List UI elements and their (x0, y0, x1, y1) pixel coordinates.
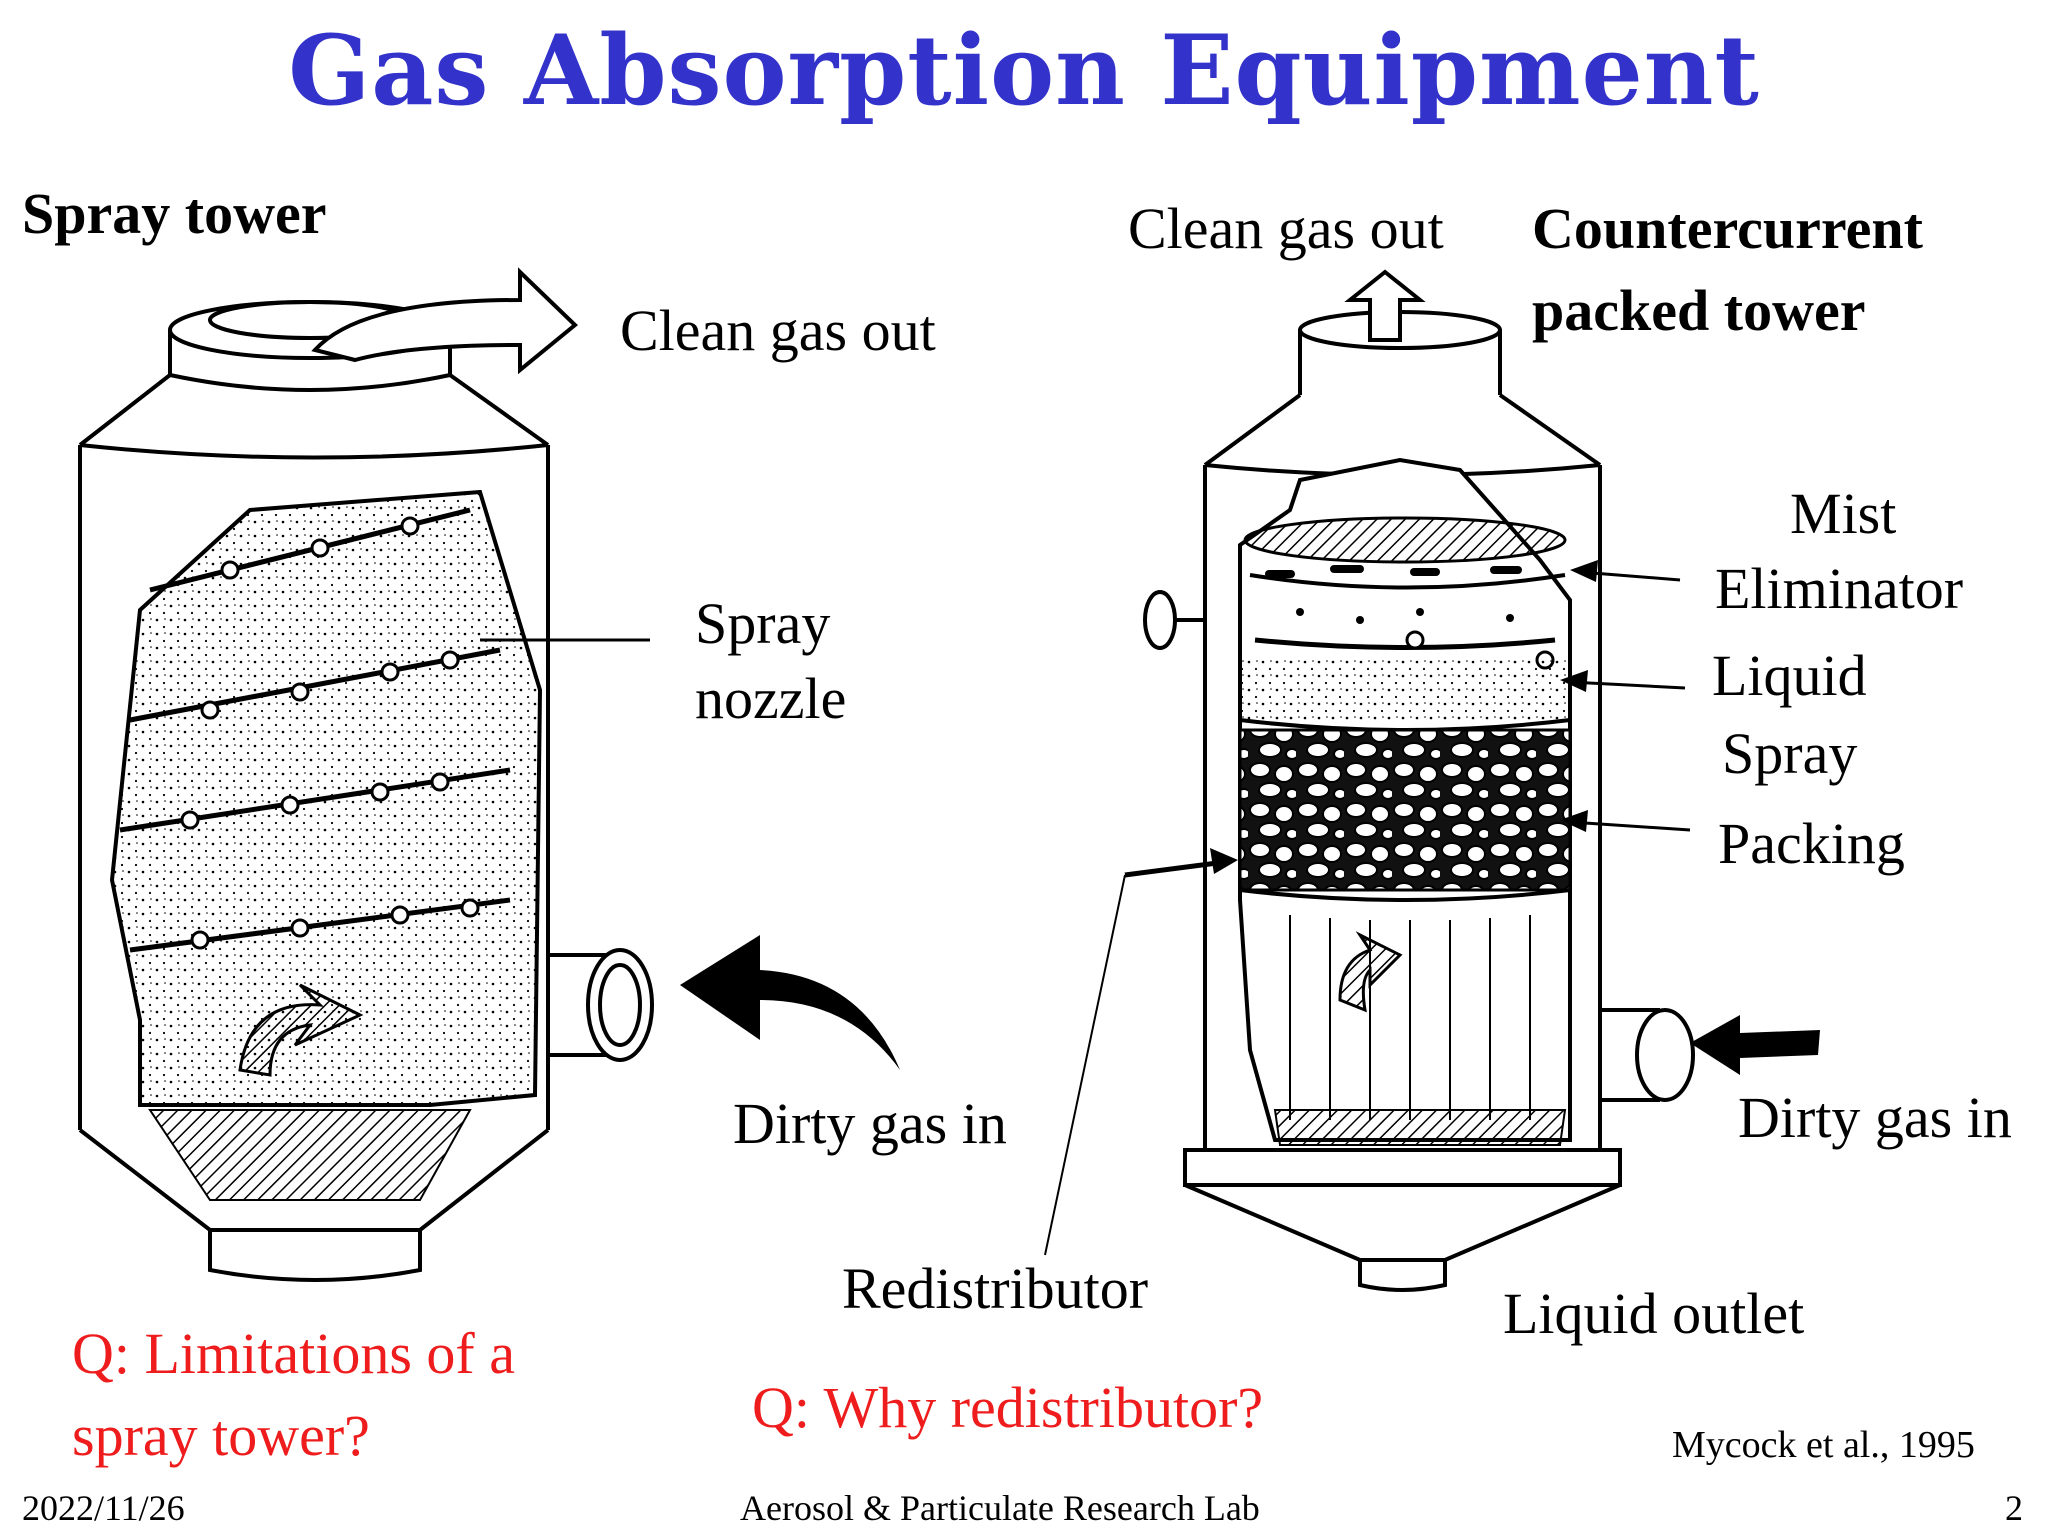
packed-tower-drawing (1143, 269, 1695, 1292)
dirty-gas-arrow-left (680, 935, 900, 1070)
footer-page-number: 2 (2005, 1488, 2023, 1528)
citation: Mycock et al., 1995 (1672, 1424, 1975, 1466)
spray-nozzle-label-line2: nozzle (695, 666, 847, 731)
packing-label: Packing (1718, 811, 1905, 876)
spray-tower-drawing (78, 267, 654, 1282)
spray-question-line1: Q: Limitations of a (72, 1321, 515, 1386)
dirty-gas-arrow-right (1690, 1015, 1820, 1075)
liquid-outlet-label: Liquid outlet (1503, 1281, 1805, 1346)
spray-dirty-gas-in-label: Dirty gas in (733, 1091, 1007, 1156)
spray-tower-label: Spray tower (22, 181, 327, 246)
slide-title: Gas Absorption Equipment (288, 14, 1760, 127)
packed-clean-gas-out-label: Clean gas out (1128, 196, 1444, 261)
footer-lab: Aerosol & Particulate Research Lab (740, 1488, 1260, 1528)
spray-question-line2: spray tower? (72, 1403, 370, 1468)
mist-eliminator-label-line2: Eliminator (1715, 556, 1964, 621)
spray-nozzle-label-line1: Spray (695, 591, 831, 656)
packed-tower-label-line2: packed tower (1532, 278, 1866, 343)
packed-dirty-gas-in-label: Dirty gas in (1738, 1085, 2012, 1150)
footer-date: 2022/11/26 (22, 1488, 185, 1528)
spray-clean-gas-out-label: Clean gas out (620, 298, 936, 363)
packed-tower-label-line1: Countercurrent (1532, 196, 1923, 261)
redistributor-question: Q: Why redistributor? (752, 1375, 1264, 1440)
packed-tower-pointers (1044, 560, 1691, 1256)
redistributor-label: Redistributor (842, 1256, 1149, 1321)
liquid-spray-label-line2: Spray (1722, 721, 1858, 786)
liquid-spray-label-line1: Liquid (1712, 643, 1867, 708)
mist-eliminator-label-line1: Mist (1790, 481, 1897, 546)
